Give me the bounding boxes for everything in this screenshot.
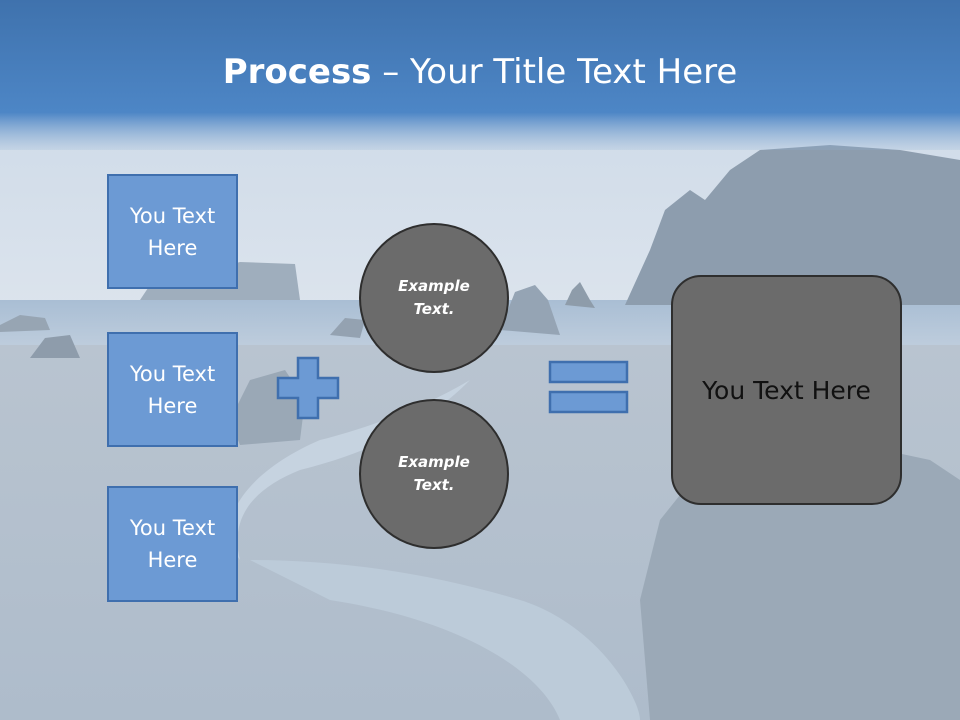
result-box-label: You Text Here	[702, 375, 871, 405]
input-box-3: You Text Here	[107, 486, 238, 602]
example-circle-2-label: Example Text.	[398, 453, 470, 494]
input-box-3-label: You Text Here	[129, 516, 216, 572]
slide-title: Process – Your Title Text Here	[0, 52, 960, 92]
example-circle-1: Example Text.	[359, 223, 509, 373]
plus-icon	[276, 356, 340, 420]
title-bar	[0, 0, 960, 150]
input-box-1-label: You Text Here	[129, 203, 216, 260]
example-circle-1-label: Example Text.	[398, 277, 470, 318]
equals-icon	[548, 360, 629, 414]
input-box-1: You Text Here	[107, 174, 238, 289]
result-box: You Text Here	[671, 275, 902, 505]
input-box-2: You Text Here	[107, 332, 238, 447]
title-rest-part: – Your Title Text Here	[371, 52, 738, 92]
title-bold-part: Process	[222, 52, 372, 92]
example-circle-2: Example Text.	[359, 399, 509, 549]
input-box-2-label: You Text Here	[129, 361, 216, 418]
